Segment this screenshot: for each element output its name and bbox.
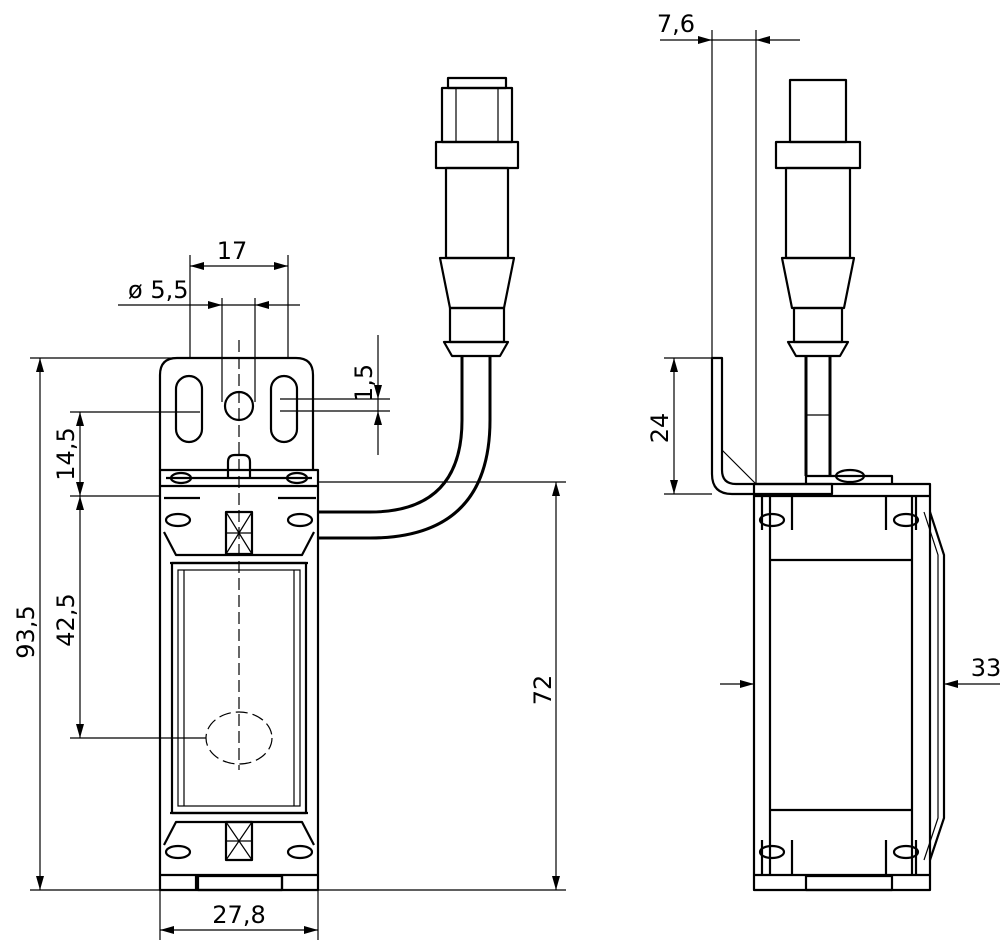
- dim-1-5-label: 1,5: [350, 364, 378, 402]
- dim-93-5-label: 93,5: [12, 605, 40, 658]
- dim-actuator-offset: 42,5: [52, 496, 206, 739]
- dim-14-5-label: 14,5: [52, 427, 80, 480]
- dim-hole-spacing: 17: [189, 237, 289, 358]
- dim-27-8-label: 27,8: [212, 901, 265, 929]
- dim-overall-height: 93,5: [12, 357, 180, 891]
- dim-bracket-height: 24: [646, 357, 712, 495]
- side-view: 7,6 24 33: [646, 10, 1000, 892]
- side-body: [752, 468, 946, 892]
- dim-72-label: 72: [529, 675, 557, 706]
- dim-body-width: 27,8: [159, 890, 319, 940]
- dim-body-height: 72: [318, 481, 566, 891]
- dim-body-depth: 33: [720, 654, 1000, 688]
- dim-diameter-label: ø 5,5: [128, 276, 188, 304]
- dim-hole-diameter: ø 5,5: [118, 276, 300, 402]
- side-connector: [774, 78, 862, 476]
- mounting-bracket: [158, 356, 315, 478]
- dim-7-6-label: 7,6: [657, 10, 695, 38]
- dim-24-label: 24: [646, 413, 674, 444]
- cable-connector: [318, 76, 520, 540]
- dim-33-label: 33: [971, 654, 1000, 682]
- dim-slot-offset: 1,5: [280, 335, 390, 455]
- dim-17-label: 17: [217, 237, 248, 265]
- front-view: 17 ø 5,5 1,5 93,5 14,5: [12, 76, 566, 940]
- dim-bracket-thickness: 7,6: [657, 10, 800, 484]
- dim-42-5-label: 42,5: [52, 593, 80, 646]
- dim-mount-offset: 14,5: [52, 411, 200, 497]
- side-bracket: [710, 356, 834, 496]
- switch-body: [158, 468, 320, 892]
